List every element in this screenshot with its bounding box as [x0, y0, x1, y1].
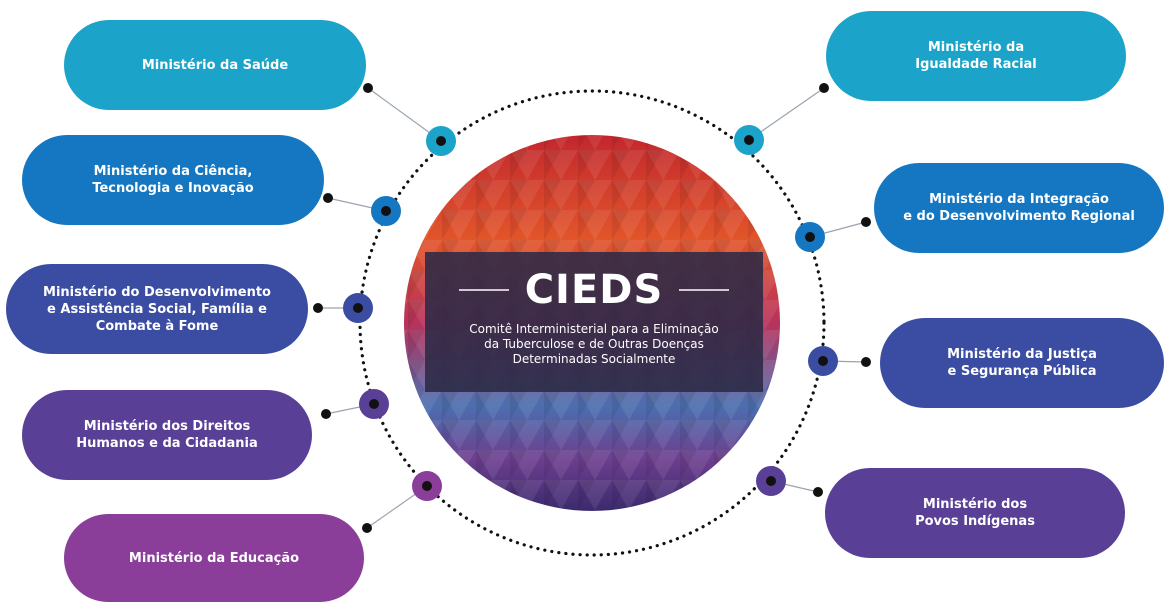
connector-endpoint-ciencia: [323, 193, 333, 203]
dotted-orbit-ring: [358, 89, 826, 557]
center-title-row: CIEDS: [443, 266, 746, 314]
orbit-node-center-integracao: [805, 232, 815, 242]
ministry-povos-indigenas[interactable]: Ministério dos Povos Indígenas: [825, 468, 1125, 558]
connector-line-saude: [367, 87, 442, 142]
ministry-ciencia[interactable]: Ministério da Ciência, Tecnologia e Inov…: [22, 135, 324, 225]
connector-endpoint-saude: [363, 83, 373, 93]
connector-endpoint-povos-indigenas: [813, 487, 823, 497]
connector-endpoint-igualdade-racial: [819, 83, 829, 93]
orbit-node-center-desenvolvimento-social: [353, 303, 363, 313]
center-subtitle: Comitê Interministerial para a Eliminaçã…: [469, 322, 719, 366]
orbit-node-center-saude: [436, 136, 446, 146]
connector-layer: [313, 83, 871, 533]
orbit-node-center-justica: [818, 356, 828, 366]
connector-endpoint-desenvolvimento-social: [313, 303, 323, 313]
connector-endpoint-justica: [861, 357, 871, 367]
orbit-node-center-povos-indigenas: [766, 476, 776, 486]
ministry-igualdade-racial[interactable]: Ministério da Igualdade Racial: [826, 11, 1126, 101]
title-rule-left: [458, 289, 509, 291]
ministry-justica[interactable]: Ministério da Justiça e Segurança Públic…: [880, 318, 1164, 408]
ministry-educacao[interactable]: Ministério da Educação: [64, 514, 364, 602]
orbit-node-center-igualdade-racial: [744, 135, 754, 145]
center-title: CIEDS: [524, 267, 664, 313]
ministry-desenvolvimento-social[interactable]: Ministério do Desenvolvimento e Assistên…: [6, 264, 308, 354]
ministry-integracao[interactable]: Ministério da Integração e do Desenvolvi…: [874, 163, 1164, 253]
ministry-saude[interactable]: Ministério da Saúde: [64, 20, 366, 110]
connector-endpoint-direitos-humanos: [321, 409, 331, 419]
connector-endpoint-educacao: [362, 523, 372, 533]
connector-line-igualdade-racial: [748, 87, 825, 141]
orbit-node-center-direitos-humanos: [369, 399, 379, 409]
orbit-node-center-educacao: [422, 481, 432, 491]
title-box: [425, 252, 763, 392]
ministry-direitos-humanos[interactable]: Ministério dos Direitos Humanos e da Cid…: [22, 390, 312, 480]
orbit-node-center-ciencia: [381, 206, 391, 216]
connector-endpoint-integracao: [861, 217, 871, 227]
center-title-block: CIEDS Comitê Interministerial para a Eli…: [425, 252, 763, 392]
cieds-central-circle: [404, 135, 780, 511]
title-rule-right: [679, 289, 730, 291]
